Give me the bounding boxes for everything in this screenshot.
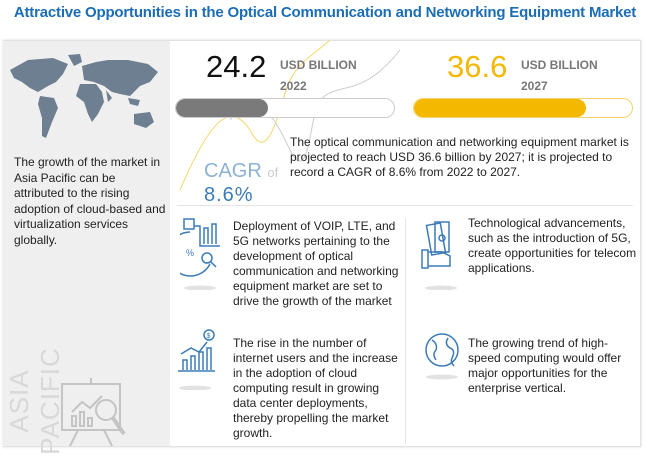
growth-chart-icon: $ bbox=[178, 329, 215, 390]
world-map-icon bbox=[10, 54, 158, 138]
opportunity-item: The growing trend of high-speed computin… bbox=[468, 336, 622, 395]
market-value-2022: 24.2 bbox=[206, 49, 267, 84]
analytics-icon: % bbox=[180, 218, 220, 290]
progress-fill-2022 bbox=[176, 99, 268, 117]
cagr-of: of bbox=[267, 165, 279, 180]
presentation-analysis-icon bbox=[61, 378, 126, 447]
opportunity-item: Technological advancements, such as the … bbox=[468, 216, 637, 275]
svg-text:$: $ bbox=[207, 333, 211, 340]
year-label: 2022 bbox=[280, 79, 307, 93]
unit-label: USD BILLION bbox=[521, 58, 598, 72]
market-unit-2022: USD BILLION 2022 bbox=[280, 55, 357, 97]
divider bbox=[405, 218, 406, 444]
year-label: 2027 bbox=[521, 79, 548, 93]
market-summary: The optical communication and networking… bbox=[290, 135, 629, 179]
unit-label: USD BILLION bbox=[280, 58, 357, 72]
opportunity-item: Deployment of VOIP, LTE, and 5G networks… bbox=[233, 219, 399, 308]
page-title: Attractive Opportunities in the Optical … bbox=[13, 4, 637, 21]
divider bbox=[177, 205, 633, 206]
opportunity-item: The rise in the number of internet users… bbox=[233, 336, 398, 440]
cagr-label: CAGR of bbox=[204, 160, 278, 183]
progress-bar-2027 bbox=[413, 98, 633, 118]
progress-bar-2022 bbox=[175, 98, 395, 118]
progress-fill-2027 bbox=[414, 99, 587, 117]
region-description: The growth of the market in Asia Pacific… bbox=[14, 155, 166, 247]
svg-text:%: % bbox=[186, 248, 194, 258]
hand-money-icon bbox=[421, 221, 457, 290]
cagr-value: 8.6% bbox=[204, 184, 254, 206]
market-unit-2027: USD BILLION 2027 bbox=[521, 55, 598, 97]
cagr-text: CAGR bbox=[204, 160, 262, 182]
globe-icon bbox=[425, 333, 459, 380]
region-label: ASIA PACIFIC bbox=[4, 347, 65, 455]
market-value-2027: 36.6 bbox=[447, 49, 508, 84]
